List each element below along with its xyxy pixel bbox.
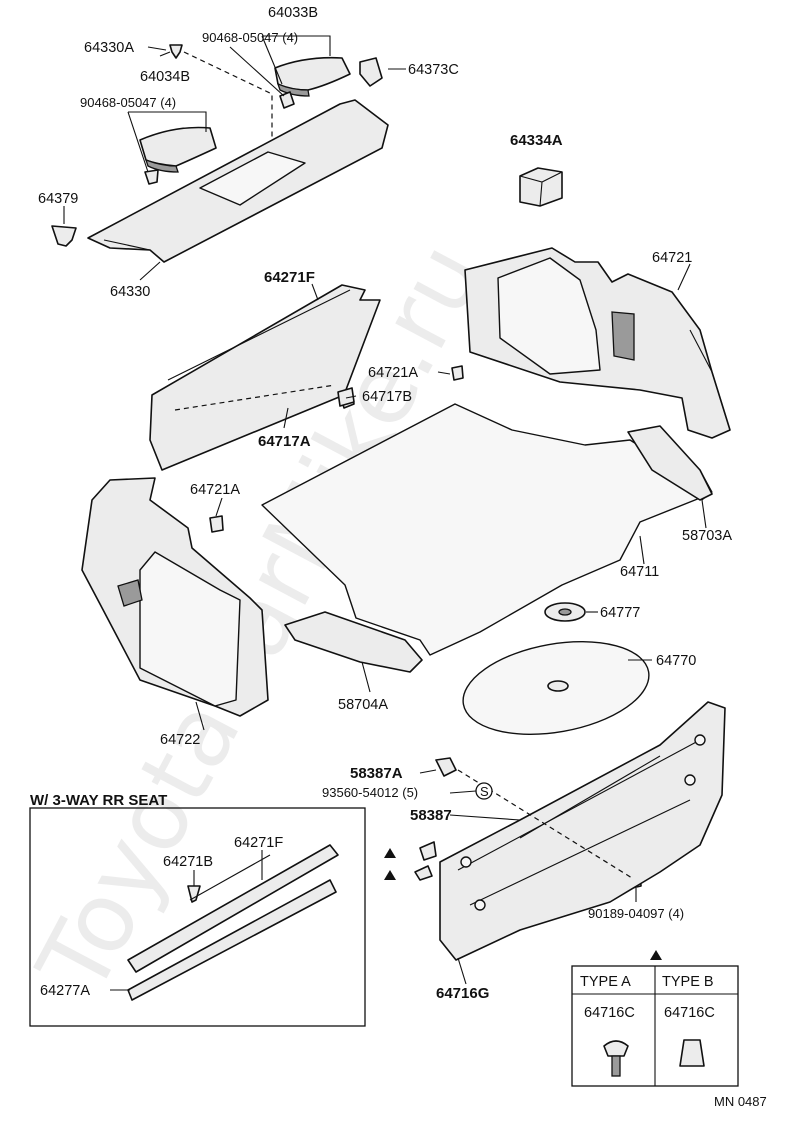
rear-sill-trim: [439, 701, 726, 961]
label-64373C: 64373C: [408, 62, 459, 78]
label-64271F: 64271F: [264, 269, 315, 286]
label-64330A: 64330A: [84, 40, 134, 56]
triangle-marker-icon: [384, 848, 662, 960]
label-64330: 64330: [110, 284, 150, 300]
spare-tire-cover: [462, 640, 650, 736]
s-marker-text: S: [480, 784, 489, 799]
label-64277A: 64277A: [40, 983, 90, 999]
mat-flap-58704A: [284, 611, 423, 673]
label-64271F-inset: 64271F: [234, 835, 283, 851]
label-90468-top: 90468-05047 (4): [202, 30, 298, 45]
quarter-trim-right: [464, 247, 731, 439]
label-90189-04097: 90189-04097 (4): [588, 906, 684, 921]
quarter-trim-left: [81, 477, 269, 717]
label-90468-left: 90468-05047 (4): [80, 95, 176, 110]
clip-icon: [51, 44, 642, 903]
leader-lines: [63, 35, 707, 991]
side-trim-panel: [149, 284, 381, 471]
package-tray-trim: [87, 99, 389, 263]
label-64033B: 64033B: [268, 5, 318, 21]
legend-type-b: TYPE B: [662, 974, 714, 990]
label-64716G: 64716G: [436, 985, 489, 1002]
fastener-type-legend: [571, 965, 739, 1087]
label-64777: 64777: [600, 605, 640, 621]
inset-title: W/ 3-WAY RR SEAT: [30, 792, 167, 809]
legend-type-a: TYPE A: [580, 974, 631, 990]
label-93560-54012: 93560-54012 (5): [322, 785, 418, 800]
inset-frame: [29, 807, 366, 1027]
label-58703A: 58703A: [682, 528, 732, 544]
label-58704A: 58704A: [338, 697, 388, 713]
label-64034B: 64034B: [140, 69, 190, 85]
label-64721A-left: 64721A: [190, 482, 240, 498]
label-58387A: 58387A: [350, 765, 403, 782]
label-64770: 64770: [656, 653, 696, 669]
speaker-cover-right: [274, 56, 351, 97]
label-58387: 58387: [410, 807, 452, 824]
speaker-cover-left: [139, 126, 217, 173]
box-part-64334A: [519, 167, 563, 207]
diagram-code: MN 0487: [714, 1094, 767, 1109]
mat-flap-58703A: [627, 425, 713, 501]
label-64379: 64379: [38, 191, 78, 207]
label-64721A-right: 64721A: [368, 365, 418, 381]
label-64717A: 64717A: [258, 433, 311, 450]
legend-part-b: 64716C: [664, 1005, 715, 1021]
label-64722: 64722: [160, 732, 200, 748]
inset-3-way-rr-seat: [29, 807, 366, 1027]
s-circle-marker-icon: S: [475, 782, 493, 800]
label-64711: 64711: [620, 564, 659, 580]
legend-part-a: 64716C: [584, 1005, 635, 1021]
label-64717B: 64717B: [362, 389, 412, 405]
label-64721: 64721: [652, 250, 692, 266]
label-64271B: 64271B: [163, 854, 213, 870]
label-64334A: 64334A: [510, 132, 563, 149]
hold-down-nut-64777: [544, 602, 586, 622]
bolt-icon: [337, 387, 437, 881]
